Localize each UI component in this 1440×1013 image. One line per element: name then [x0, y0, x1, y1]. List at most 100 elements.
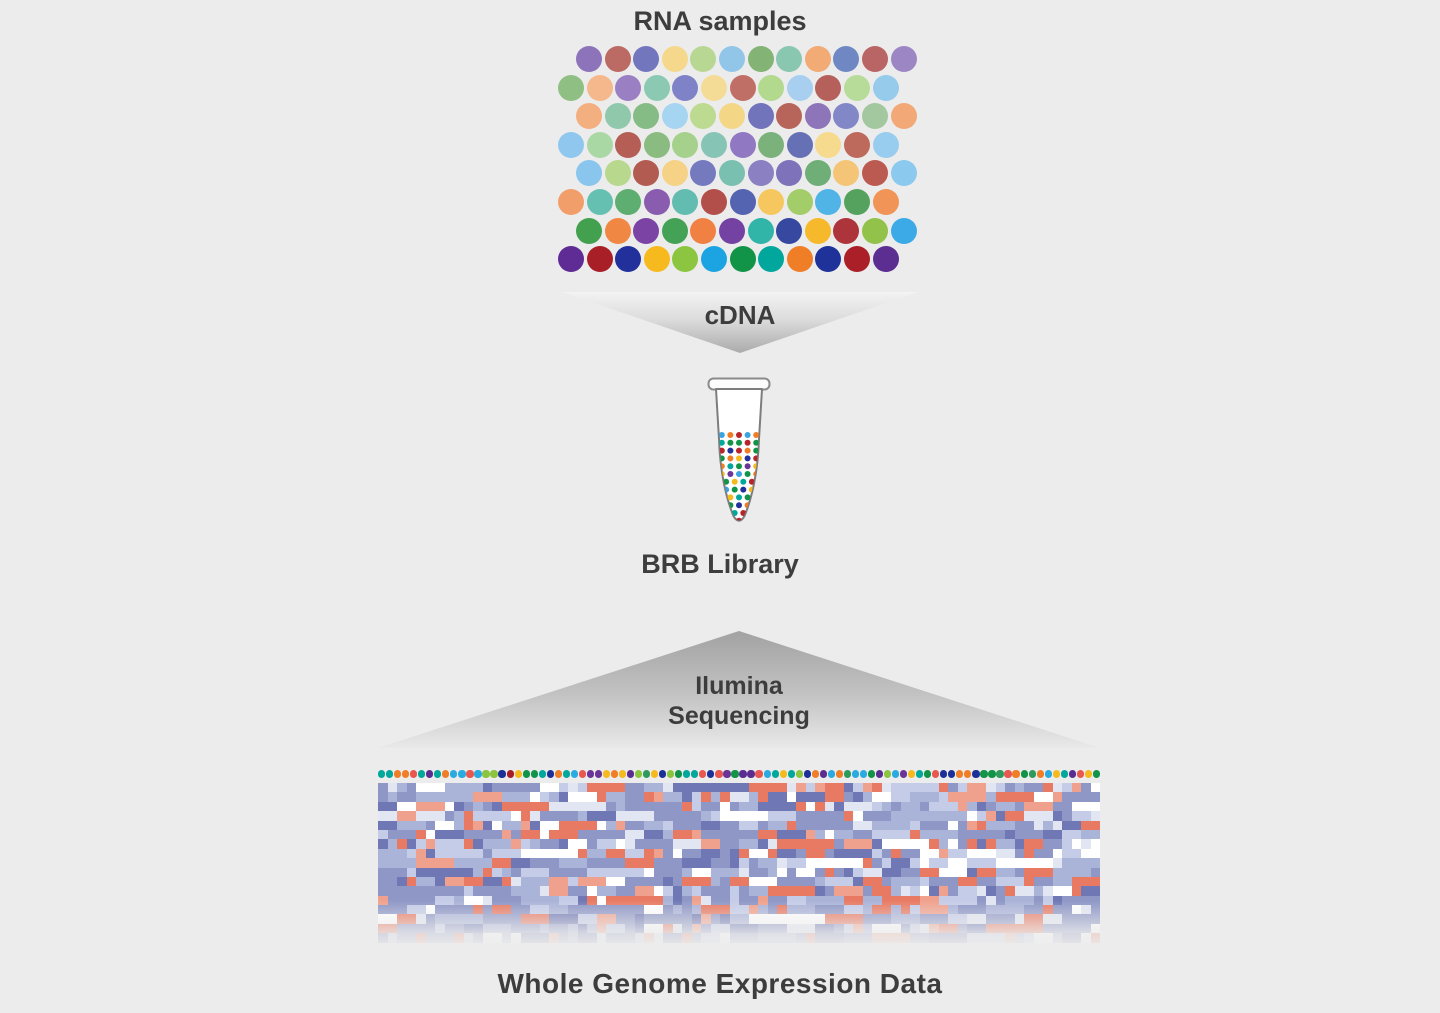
sample-marker-dot	[426, 770, 434, 778]
heatmap-cell	[416, 876, 426, 887]
heatmap-cell	[786, 876, 796, 887]
heatmap-cell	[454, 933, 464, 943]
sample-marker-dot	[731, 770, 739, 778]
sample-marker-dot	[739, 770, 747, 778]
sample-marker-dot	[771, 770, 779, 778]
sample-marker-dot	[883, 770, 892, 778]
heatmap-cell	[596, 829, 606, 840]
rna-sample-dot	[700, 188, 727, 215]
heatmap-cell	[720, 895, 730, 906]
heatmap-cell	[615, 811, 625, 821]
heatmap-cell	[1005, 801, 1015, 812]
sample-marker-dot	[498, 770, 506, 778]
rna-sample-dot	[729, 74, 756, 101]
heatmap-cell	[568, 876, 578, 887]
heatmap-cell	[805, 848, 815, 859]
heatmap-cell	[767, 839, 777, 849]
heatmap-cell	[862, 895, 872, 906]
brb-library-label: BRB Library	[641, 549, 799, 579]
heatmap-cell	[881, 876, 891, 887]
heatmap-cell	[425, 895, 435, 906]
rna-sample-dot	[872, 188, 899, 215]
heatmap-cell	[710, 867, 720, 877]
heatmap-cell	[511, 923, 521, 934]
heatmap-row	[378, 820, 1100, 830]
heatmap-cell	[492, 848, 502, 859]
heatmap-cell	[872, 829, 882, 840]
rna-sample-dot	[558, 246, 584, 273]
heatmap-cell	[378, 867, 388, 877]
heatmap-cell	[606, 914, 616, 924]
sample-marker-dot	[1060, 770, 1068, 778]
heatmap-cell	[720, 905, 730, 915]
heatmap-cell	[558, 811, 568, 821]
heatmap-cell	[843, 876, 853, 887]
heatmap-cell	[482, 811, 492, 821]
heatmap-cell	[672, 858, 682, 868]
rna-sample-dot	[747, 46, 774, 72]
rna-dot-row	[558, 131, 917, 158]
heatmap-cell	[701, 876, 711, 887]
rna-sample-dot	[776, 217, 803, 244]
heatmap-cell	[406, 895, 416, 906]
heatmap-cell	[1052, 876, 1062, 887]
sample-marker-dot	[948, 770, 956, 778]
heatmap-cell	[520, 895, 530, 906]
heatmap-cell	[625, 905, 635, 915]
heatmap-cell	[1014, 811, 1024, 821]
heatmap-cell	[549, 829, 559, 840]
rna-sample-dot	[718, 217, 745, 244]
sample-marker-dot	[538, 770, 546, 778]
sample-marker-dot	[940, 770, 948, 778]
tube-dot	[748, 478, 755, 485]
heatmap-cell	[482, 914, 492, 924]
heatmap-cell	[435, 848, 445, 859]
heatmap-cell	[435, 801, 445, 812]
heatmap-cell	[1062, 905, 1072, 915]
heatmap-cell	[463, 783, 473, 793]
heatmap-cell	[995, 820, 1005, 830]
heatmap-cell	[530, 811, 540, 821]
rna-sample-dot	[633, 160, 660, 187]
rna-sample-dot	[872, 246, 899, 273]
heatmap-cell	[387, 811, 397, 821]
heatmap-cell	[1033, 792, 1043, 802]
heatmap-cell	[976, 895, 986, 906]
sequencing-label-line2: Sequencing	[668, 701, 810, 730]
heatmap-cell	[729, 886, 739, 896]
heatmap-cell	[739, 876, 749, 887]
heatmap-cell	[682, 914, 692, 924]
sample-marker-dot	[908, 770, 916, 778]
heatmap-cell	[796, 867, 806, 877]
heatmap-cell	[691, 839, 701, 849]
sample-marker-dot	[1084, 770, 1092, 778]
heatmap-cell	[919, 848, 929, 859]
heatmap-cell	[957, 792, 967, 802]
heatmap-cell	[473, 783, 483, 793]
heatmap-cell	[691, 923, 701, 934]
heatmap-cell	[767, 923, 777, 934]
sequencing-label: Ilumina Sequencing	[378, 672, 1100, 731]
heatmap-cell	[397, 792, 407, 802]
heatmap-cell	[729, 905, 739, 915]
heatmap-cell	[1014, 801, 1024, 812]
heatmap-cell	[786, 923, 796, 934]
heatmap-row	[378, 829, 1100, 840]
heatmap-cell	[520, 792, 530, 802]
heatmap-cell	[558, 848, 568, 859]
heatmap-cell	[1043, 783, 1053, 793]
heatmap-cell	[1043, 820, 1053, 830]
sample-marker-dot	[482, 770, 490, 778]
heatmap-cell	[530, 848, 540, 859]
heatmap-cell	[805, 923, 815, 934]
heatmap-cell	[986, 886, 996, 896]
heatmap-cell	[444, 876, 454, 887]
heatmap-cell	[1052, 886, 1062, 896]
sample-marker-dot	[635, 770, 643, 778]
heatmap-cell	[682, 886, 692, 896]
heatmap-cell	[463, 914, 473, 924]
heatmap-cell	[1081, 933, 1091, 943]
heatmap-cell	[786, 858, 796, 868]
heatmap-cell	[834, 886, 844, 896]
